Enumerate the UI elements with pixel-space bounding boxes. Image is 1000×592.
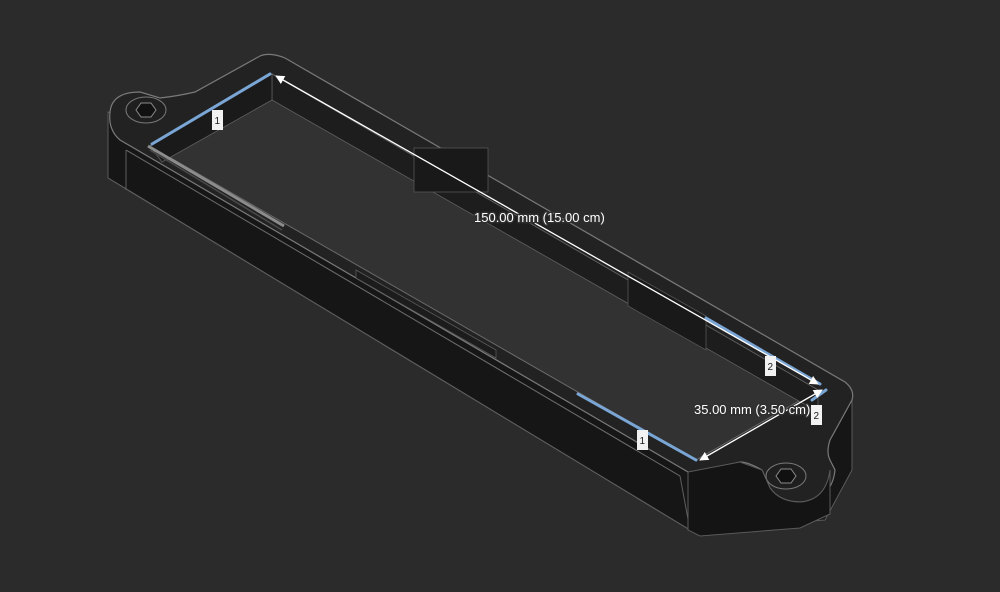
mounting-hole-left <box>125 96 167 124</box>
svg-text:2: 2 <box>768 362 774 373</box>
dimension-line-width[interactable] <box>699 389 823 461</box>
floor-slot <box>147 144 285 228</box>
tray-corner-block <box>687 461 831 537</box>
svg-text:1: 1 <box>640 436 646 447</box>
edge-tag-2-upper: 2 <box>765 356 776 376</box>
edge-tag-1-top: 1 <box>212 110 223 130</box>
edge-tag-2-lower: 2 <box>811 405 822 425</box>
svg-text:2: 2 <box>814 411 820 422</box>
dimension-label-length: 150.00 mm (15.00 cm) <box>474 210 605 225</box>
floor-slot <box>149 149 283 231</box>
hex-hole-icon <box>135 102 157 118</box>
selected-edge-1-bottom[interactable] <box>576 392 698 462</box>
svg-text:1: 1 <box>215 116 221 127</box>
wall-notch <box>413 147 489 193</box>
selected-edge-1-top[interactable] <box>150 72 272 146</box>
dimension-line-length[interactable] <box>275 75 819 385</box>
hex-hole-icon <box>775 468 797 484</box>
dimension-label-width: 35.00 mm (3.50 cm) <box>694 402 810 417</box>
edge-tag-1-bottom: 1 <box>637 430 648 450</box>
mounting-hole-right <box>765 462 807 490</box>
